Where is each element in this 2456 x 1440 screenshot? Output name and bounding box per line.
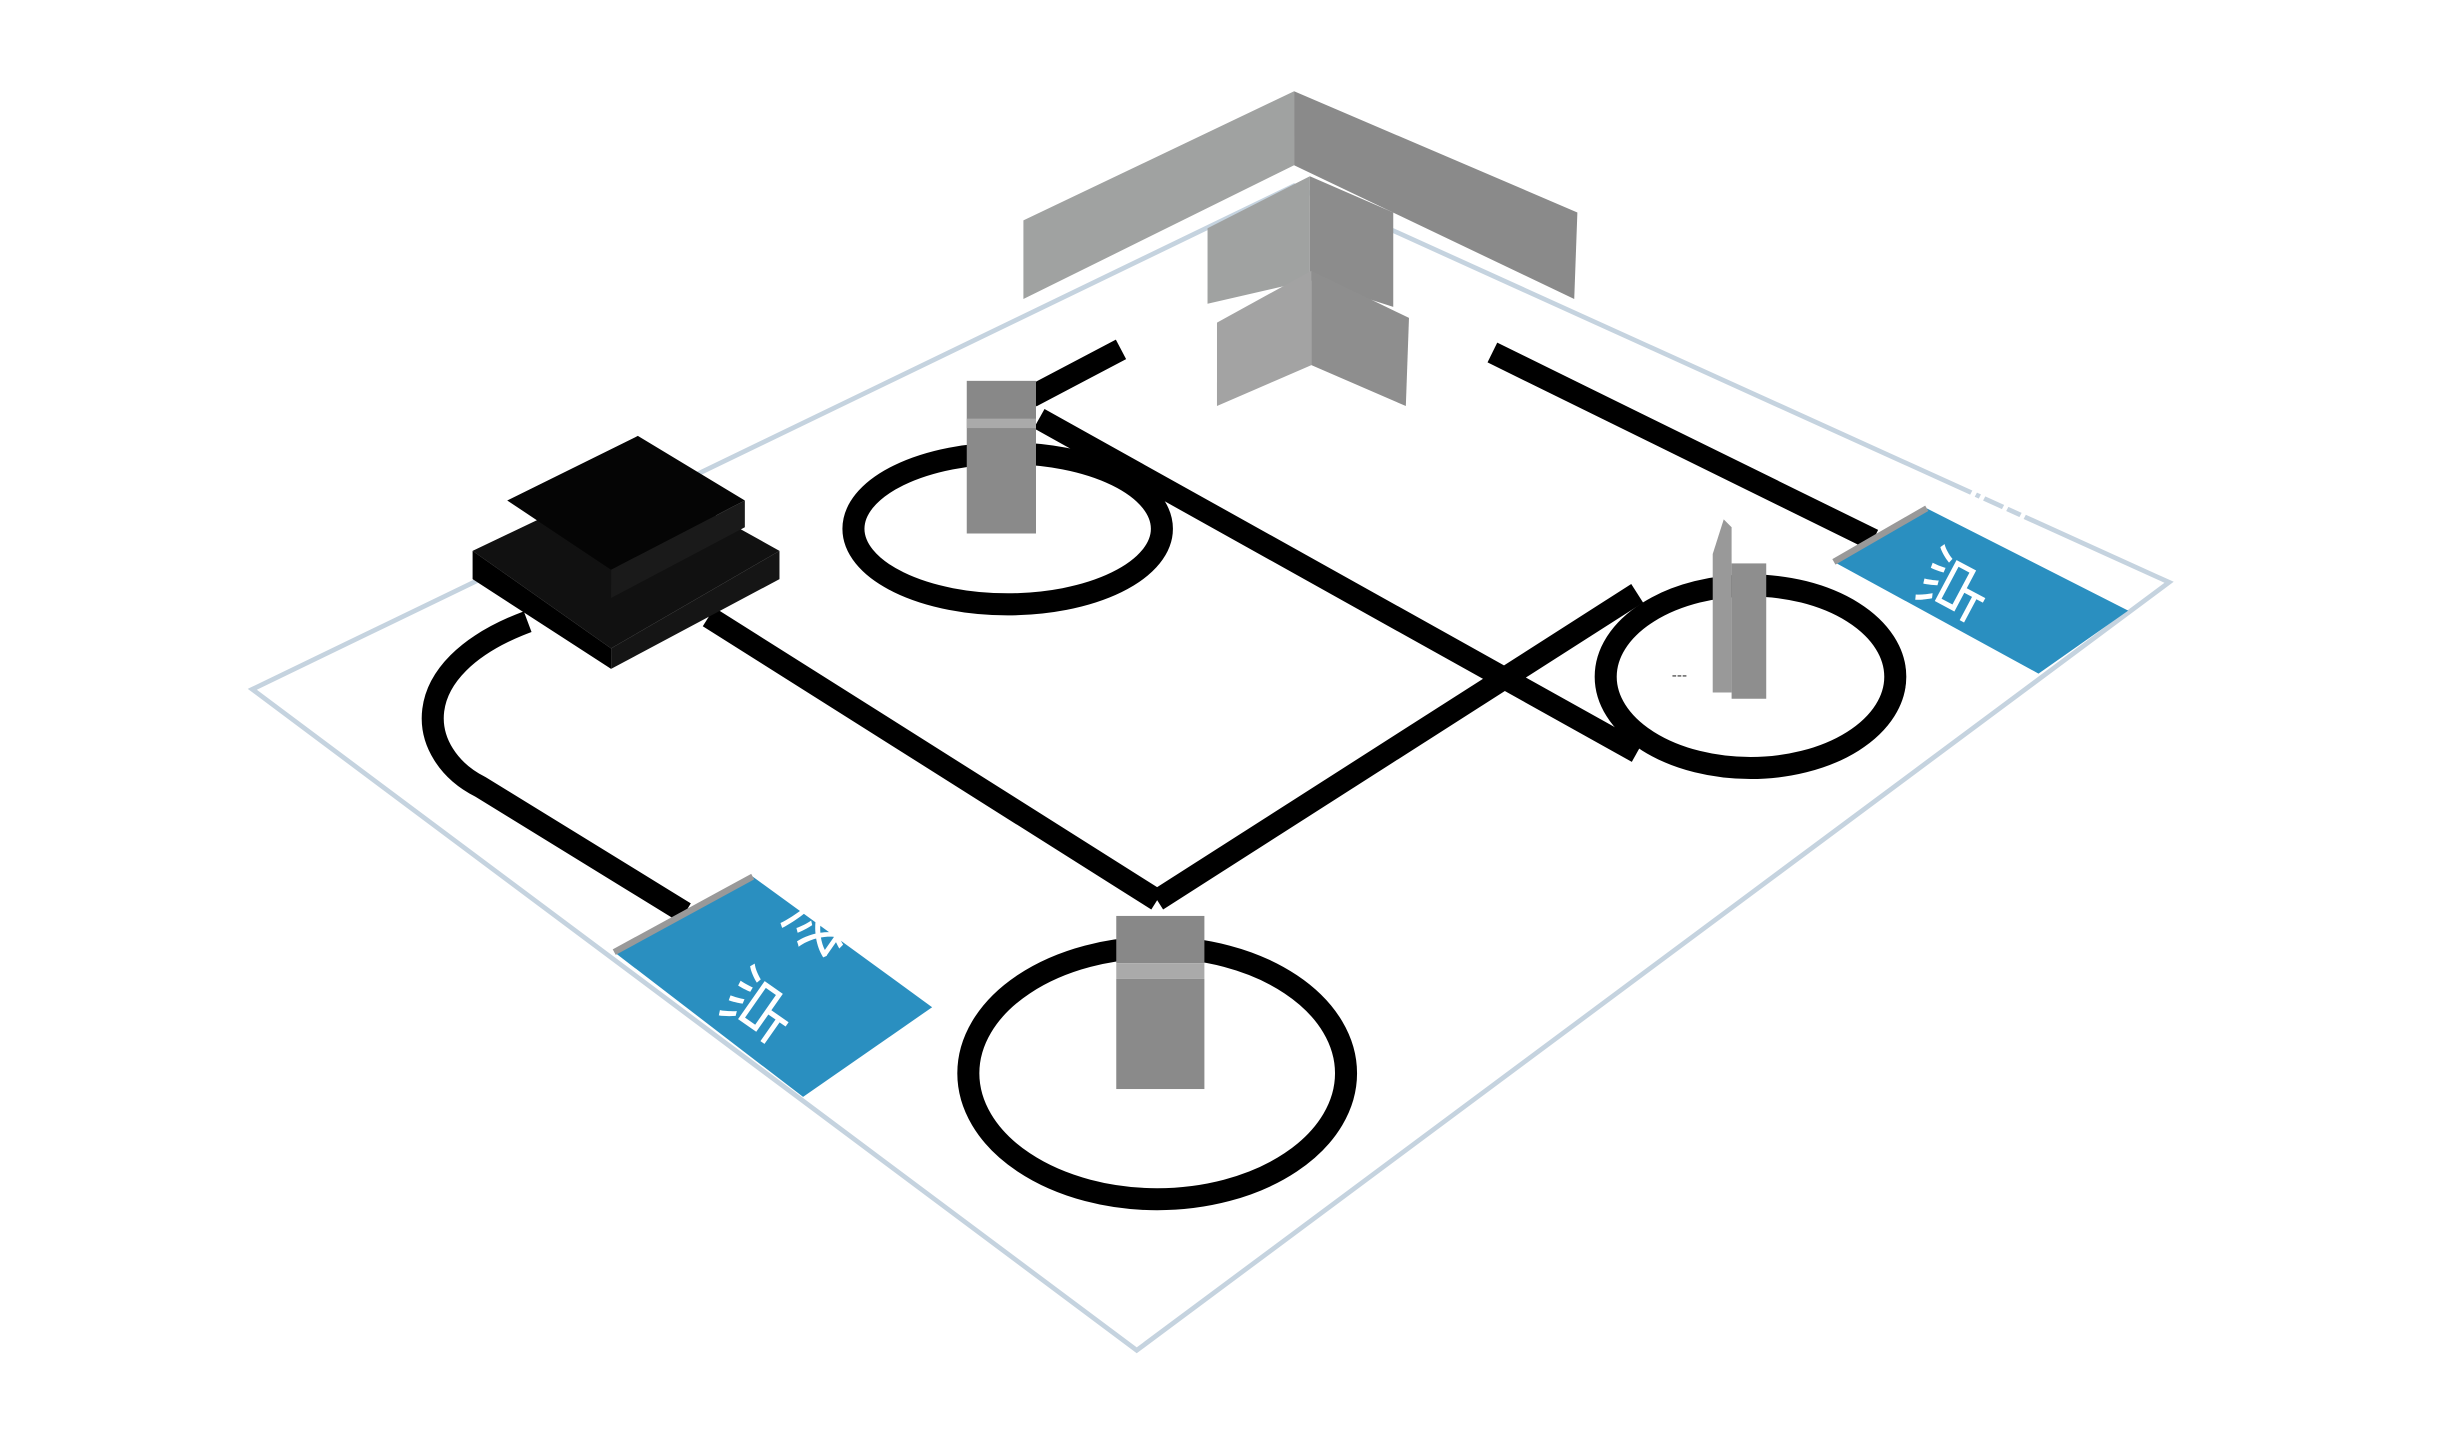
walls — [1023, 91, 1578, 407]
black-block — [472, 435, 780, 669]
obstacle-right: --- — [1672, 519, 1767, 699]
track — [421, 339, 1907, 1211]
board — [247, 183, 2174, 1354]
svg-text:---: --- — [1672, 668, 1687, 684]
start-sign: 起点 — [1832, 443, 2129, 674]
obstacle-top-left — [966, 380, 1036, 534]
end-sign: 终点 — [612, 868, 933, 1097]
obstacle-bottom — [1116, 915, 1205, 1090]
